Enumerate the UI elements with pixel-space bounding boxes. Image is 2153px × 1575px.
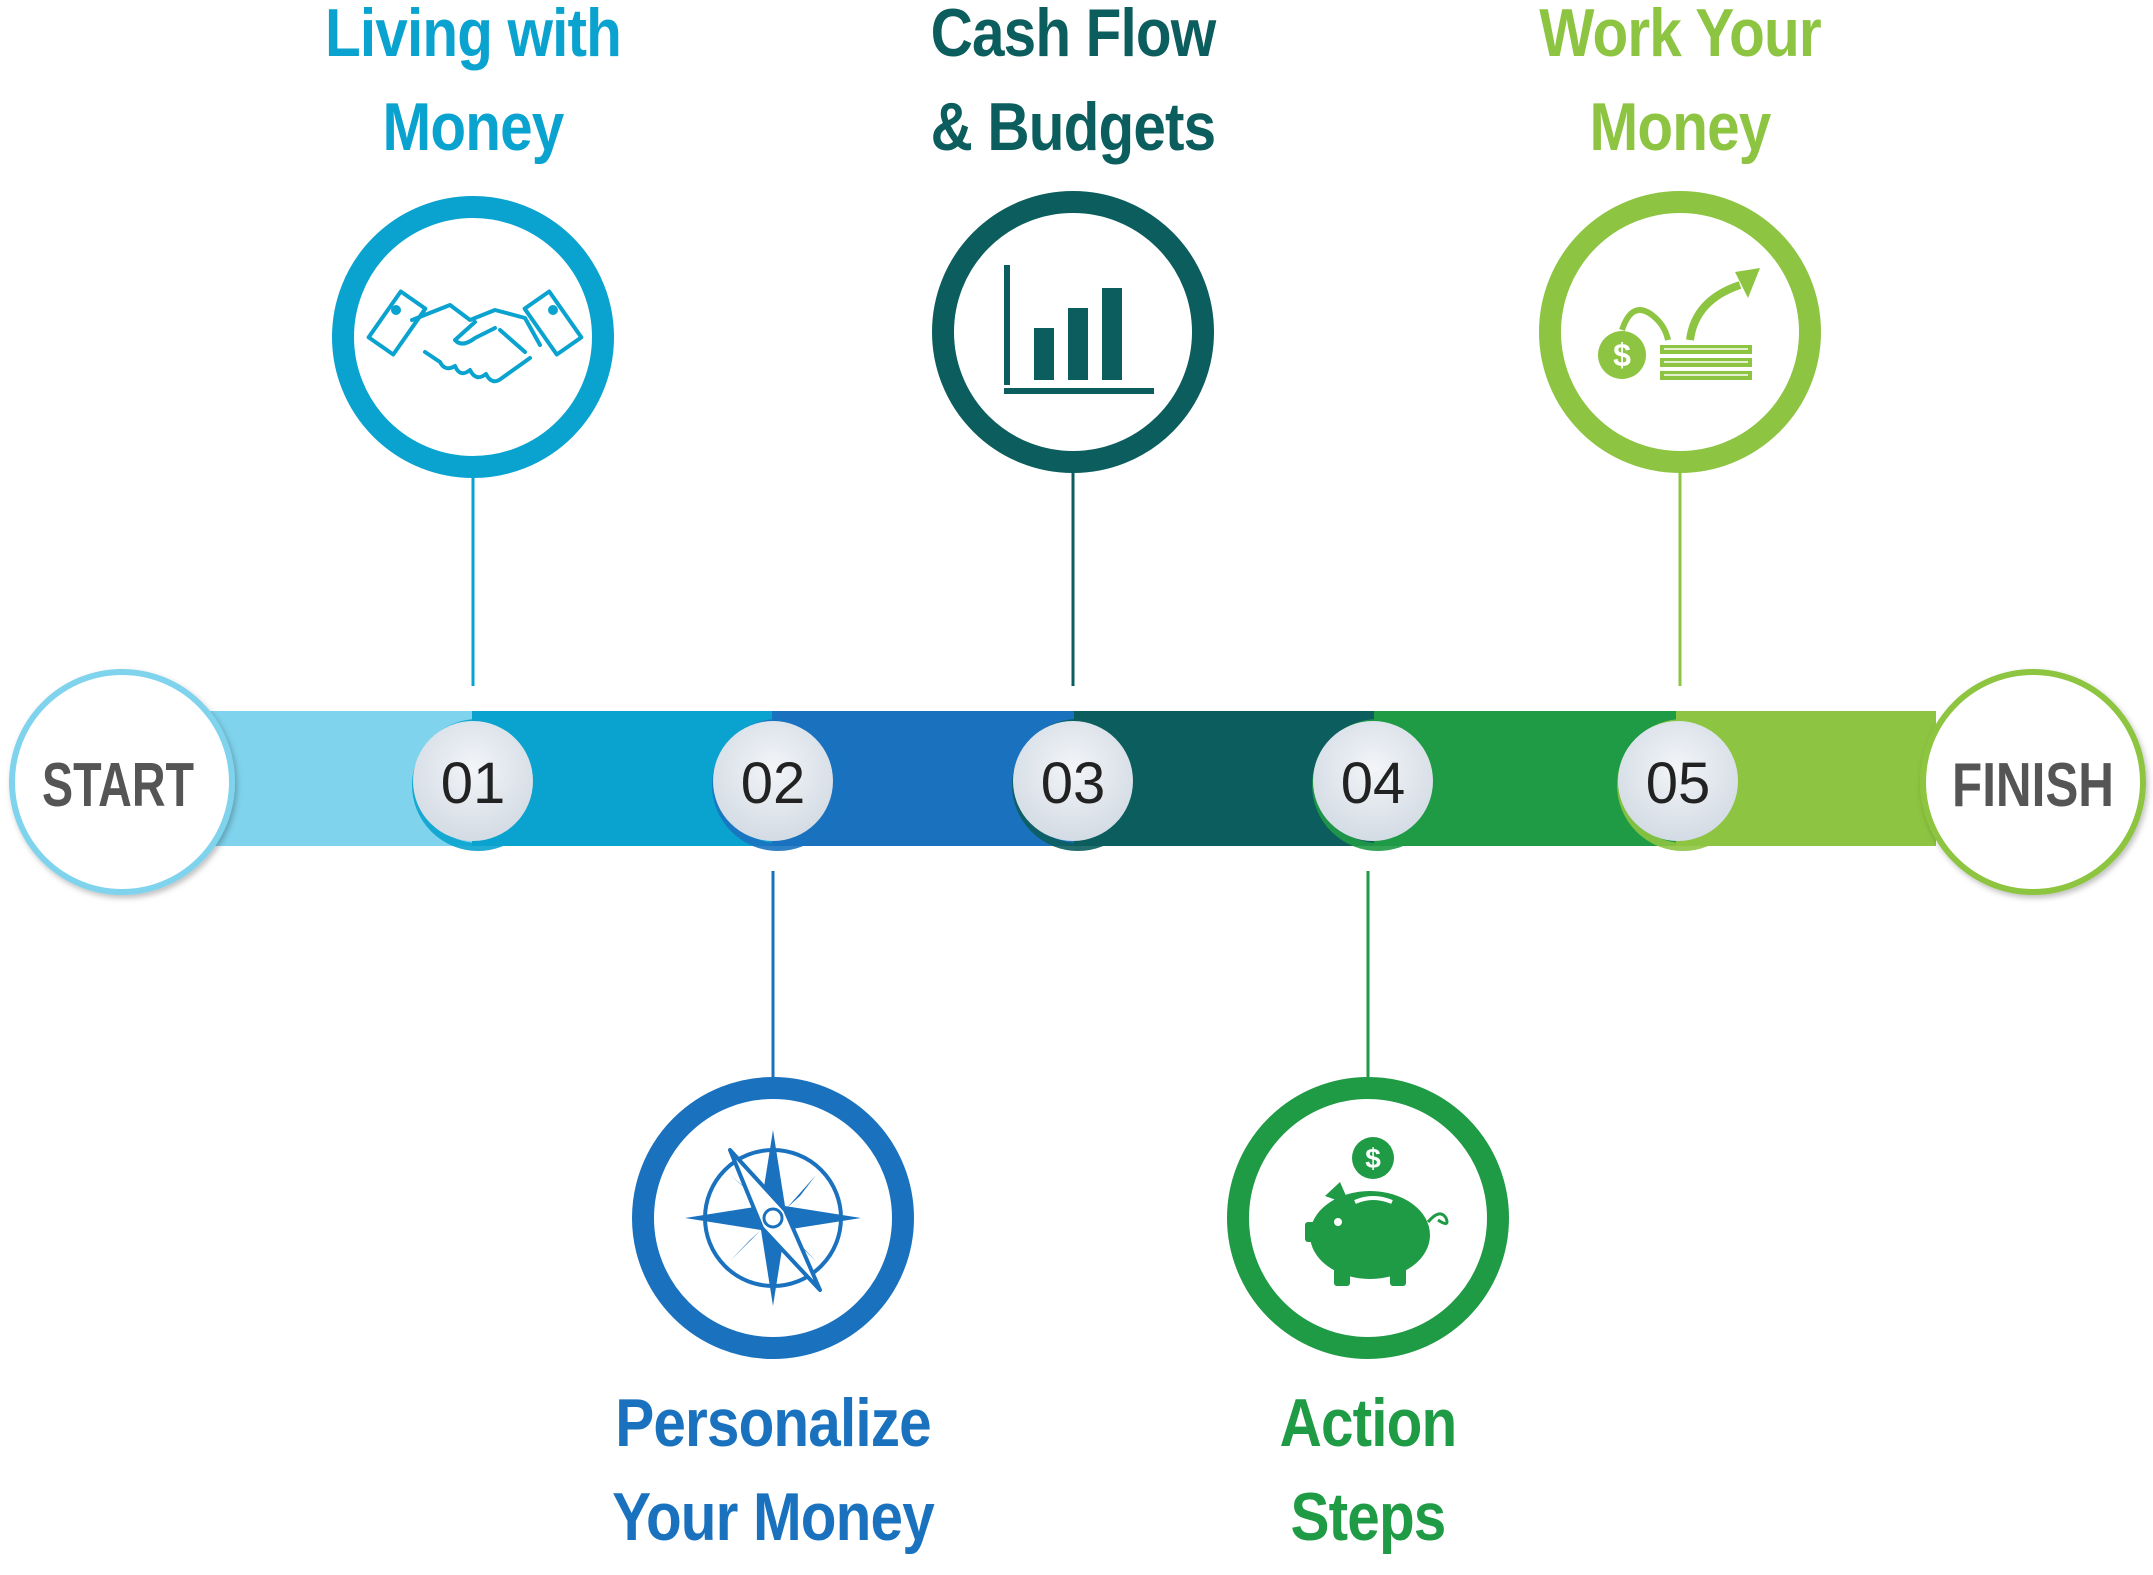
step-01-title-line2: Money bbox=[382, 89, 565, 165]
start-node: START bbox=[9, 669, 235, 895]
step-02-title-line1: Personalize bbox=[615, 1385, 931, 1461]
step-05-title-line2: Money bbox=[1589, 89, 1772, 165]
step-02-title: Personalize Your Money bbox=[584, 1376, 962, 1564]
step-01-icon-circle bbox=[332, 196, 614, 478]
step-03-title-line2: & Budgets bbox=[930, 89, 1217, 165]
step-04-title-line1: Action bbox=[1279, 1385, 1458, 1461]
step-04-title: Action Steps bbox=[1196, 1376, 1540, 1564]
handshake-icon bbox=[366, 289, 584, 384]
step-02-icon-circle bbox=[632, 1077, 914, 1359]
compass-icon bbox=[685, 1130, 861, 1306]
step-05-title-line1: Work Your bbox=[1539, 0, 1821, 71]
step-05-title: Work Your Money bbox=[1508, 0, 1852, 174]
step-03-title-line1: Cash Flow bbox=[930, 0, 1217, 71]
step-04-badge: 04 bbox=[1312, 719, 1444, 851]
piggy-bank-icon: $ bbox=[1305, 1137, 1449, 1286]
step-02-title-line2: Your Money bbox=[612, 1479, 935, 1555]
step-02-number: 02 bbox=[741, 751, 806, 816]
finish-node: FINISH bbox=[1920, 669, 2146, 895]
step-04-icon-circle: $ bbox=[1227, 1077, 1509, 1359]
connectors bbox=[471, 472, 1682, 1077]
step-04-title-line2: Steps bbox=[1290, 1479, 1447, 1555]
step-01-title: Living with Money bbox=[301, 0, 645, 174]
finish-label: FINISH bbox=[1952, 751, 2114, 820]
step-05-badge: 05 bbox=[1617, 719, 1749, 851]
step-03-icon-circle bbox=[932, 191, 1214, 473]
bar-chart-icon bbox=[1004, 265, 1154, 394]
step-05-icon-circle: $ bbox=[1539, 191, 1821, 473]
coin-dollar-sign: $ bbox=[1365, 1143, 1381, 1174]
step-04-number: 04 bbox=[1341, 751, 1406, 816]
step-01-title-line1: Living with bbox=[325, 0, 622, 71]
step-03-number: 03 bbox=[1041, 751, 1106, 816]
step-02-badge: 02 bbox=[712, 719, 844, 851]
money-growth-icon: $ bbox=[1598, 268, 1760, 380]
step-01-badge: 01 bbox=[412, 719, 544, 851]
step-01-number: 01 bbox=[441, 751, 506, 816]
step-05-number: 05 bbox=[1646, 751, 1711, 816]
coin-dollar-sign: $ bbox=[1613, 337, 1631, 373]
step-03-title: Cash Flow & Budgets bbox=[901, 0, 1245, 174]
start-label: START bbox=[42, 751, 194, 820]
step-03-badge: 03 bbox=[1012, 719, 1144, 851]
